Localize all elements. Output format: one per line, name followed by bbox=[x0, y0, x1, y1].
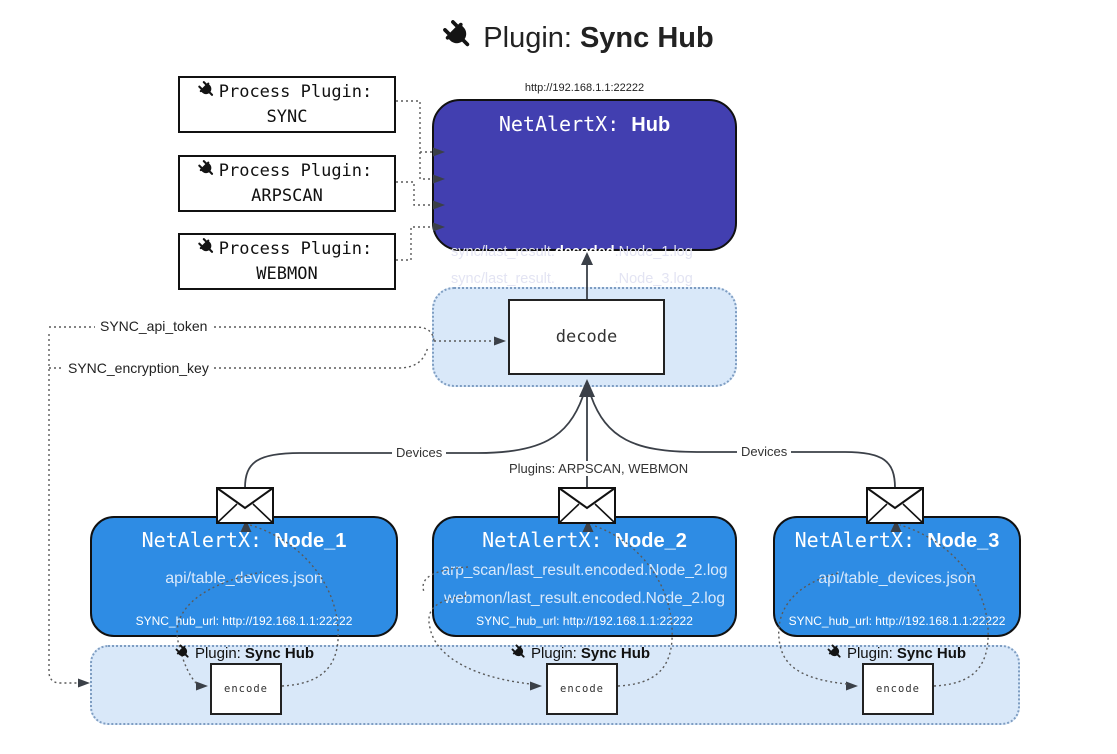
process-plugin-box-webmon: Process Plugin: WEBMON bbox=[178, 233, 396, 290]
hub-url-label: http://192.168.1.1:22222 bbox=[524, 82, 645, 94]
node-title: NetAlertX: Node_3 bbox=[794, 528, 1000, 552]
process-plugin-label: Process Plugin: bbox=[218, 238, 373, 259]
node-box-node-3: NetAlertX: Node_3 api/table_devices.json… bbox=[773, 516, 1021, 637]
node-file-line: webmon/last_result.encoded.Node_2.log bbox=[444, 590, 725, 607]
hub-log-line: sync/last_result.decoded.Node_3.log bbox=[451, 271, 693, 287]
process-plugin-label: Process Plugin: bbox=[218, 160, 373, 181]
node-file-line: api/table_devices.json bbox=[818, 570, 976, 587]
node-title: NetAlertX: Node_1 bbox=[141, 528, 347, 552]
encode-box: encode bbox=[862, 663, 934, 715]
process-plugin-box-sync: Process Plugin: SYNC bbox=[178, 76, 396, 133]
node-file-line: arp_scan/last_result.encoded.Node_2.log bbox=[441, 562, 728, 579]
hub-log-line: sync/last_result.decoded.Node_1.log bbox=[451, 244, 693, 260]
edge-label-devices-left: Devices bbox=[392, 445, 447, 460]
plugin-sync-hub-label: Plugin: Sync Hub bbox=[813, 644, 983, 662]
envelope-icon bbox=[216, 487, 274, 524]
process-plugin-name: WEBMON bbox=[256, 263, 318, 284]
encode-box: encode bbox=[546, 663, 618, 715]
plug-icon bbox=[195, 235, 223, 263]
page-title: Plugin: Sync Hub bbox=[22, 14, 1117, 62]
edge-label-devices-right: Devices bbox=[737, 444, 792, 459]
plug-icon bbox=[438, 15, 485, 62]
plug-icon bbox=[173, 642, 196, 665]
node-box-node-2: NetAlertX: Node_2 arp_scan/last_result.e… bbox=[432, 516, 737, 637]
process-plugin-label: Process Plugin: bbox=[218, 81, 373, 102]
plug-icon bbox=[195, 157, 223, 185]
encode-box: encode bbox=[210, 663, 282, 715]
process-plugin-box-arpscan: Process Plugin: ARPSCAN bbox=[178, 155, 396, 212]
process-plugin-name: ARPSCAN bbox=[251, 185, 323, 206]
plugin-sync-hub-label: Plugin: Sync Hub bbox=[161, 644, 331, 662]
plug-icon bbox=[825, 642, 848, 665]
hub-box: NetAlertX: Hub sync/last_result.decoded.… bbox=[432, 99, 737, 335]
node-hub-url: SYNC_hub_url: http://192.168.1.1:22222 bbox=[135, 614, 353, 628]
plugin-sync-hub-label: Plugin: Sync Hub bbox=[497, 644, 667, 662]
plug-icon bbox=[509, 642, 532, 665]
node-hub-url: SYNC_hub_url: http://192.168.1.1:22222 bbox=[788, 614, 1006, 628]
process-plugin-name: SYNC bbox=[266, 106, 308, 127]
edge-label-plugins: Plugins: ARPSCAN, WEBMON bbox=[505, 461, 693, 476]
node-file-line: api/table_devices.json bbox=[165, 570, 323, 587]
node-hub-url: SYNC_hub_url: http://192.168.1.1:22222 bbox=[476, 614, 693, 628]
hub-title: NetAlertX: Hub bbox=[498, 112, 671, 136]
decode-box: decode bbox=[508, 299, 665, 375]
plug-icon bbox=[195, 78, 223, 106]
node-box-node-1: NetAlertX: Node_1 api/table_devices.json… bbox=[90, 516, 398, 637]
envelope-icon bbox=[558, 487, 616, 524]
sync-api-token-label: SYNC_api_token bbox=[95, 318, 213, 334]
sync-encryption-key-label: SYNC_encryption_key bbox=[63, 360, 214, 376]
node-title: NetAlertX: Node_2 bbox=[482, 528, 687, 552]
envelope-icon bbox=[866, 487, 924, 524]
title-name: Sync Hub bbox=[579, 21, 714, 54]
title-prefix: Plugin: bbox=[483, 21, 572, 54]
